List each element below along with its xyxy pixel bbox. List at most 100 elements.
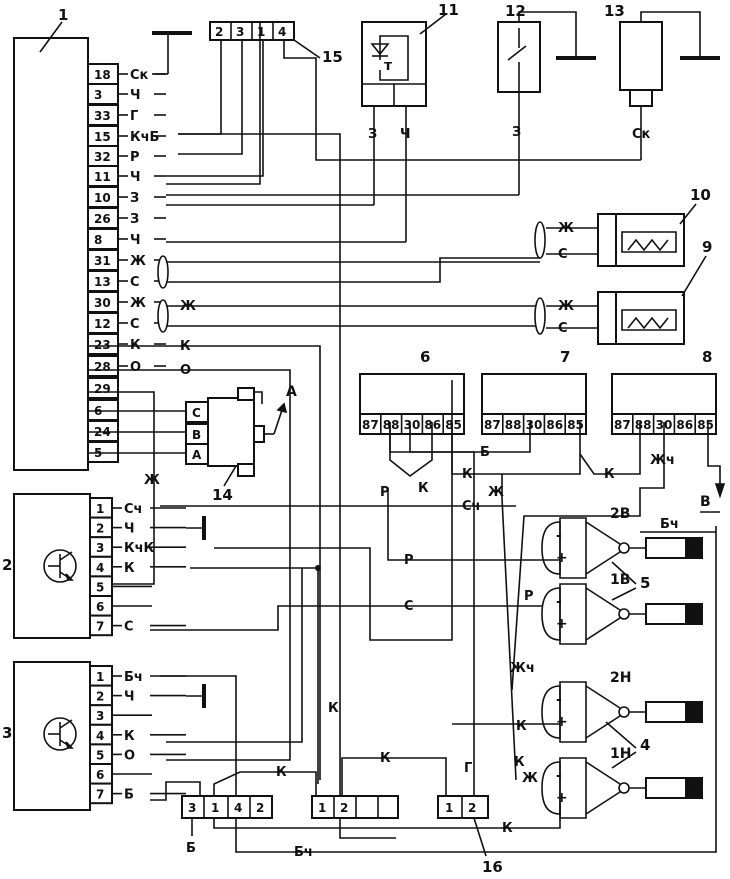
block14-pin-c: C (192, 406, 201, 420)
relay-body (481, 373, 587, 415)
callout-leader-16 (473, 817, 487, 857)
ecu-pin-number: 12 (94, 317, 111, 331)
junction-dot (315, 565, 321, 571)
ecu-pin-wire-label: Ч (130, 170, 141, 185)
module-pin-number: 7 (96, 620, 104, 634)
ecu-pin-number: 30 (94, 296, 111, 310)
wire-label-k-conn: К (276, 765, 287, 780)
wire-label-zhch-2n: Жч (510, 661, 535, 676)
wire-33-g (178, 133, 396, 839)
wire-m2-3-kchk (214, 380, 453, 641)
relay-pin-strip (481, 413, 587, 435)
callout-6: 6 (420, 348, 430, 366)
conn-a-pin-1: 3 (188, 801, 196, 815)
injector-tip (618, 542, 630, 554)
connector-16: 1 2 (437, 795, 489, 819)
ecu-pin-wire-label: З (130, 191, 139, 206)
injector-label: 2Н (610, 670, 631, 686)
wire-18-to-13 (300, 57, 641, 161)
conn-a-pin-3: 4 (234, 801, 242, 815)
wire-m3-7-b (150, 781, 201, 801)
wire-label-b-bottom: Б (186, 841, 196, 856)
injector-group: -+2В-+1В-+2Н-+1Н (541, 506, 703, 819)
wire-label-k-mid: К (328, 701, 339, 716)
injector-minus: - (556, 692, 562, 708)
ecu-pin-number: 15 (94, 130, 111, 144)
conn15-pin-4: 4 (278, 25, 286, 39)
callout-10: 10 (690, 186, 711, 204)
callout-14: 14 (212, 486, 233, 504)
injector-nozzle (585, 587, 621, 641)
callout-7: 7 (560, 348, 570, 366)
module-pin-number: 5 (96, 748, 104, 762)
wire-label-k-r6: К (462, 467, 473, 482)
module-pin-number: 2 (96, 690, 104, 704)
callout-3: 3 (2, 724, 12, 742)
conn16-pin-1: 1 (445, 801, 453, 815)
ecu-pin-number: 32 (94, 150, 111, 164)
connector-15: 2 3 1 4 (209, 21, 295, 41)
module-pin-number: 5 (96, 580, 104, 594)
ecu-pin-wire-label: Ск (130, 68, 149, 83)
wire-conn-b-k (341, 757, 447, 796)
relay-pin-label: 86 (546, 418, 563, 432)
injector-label: 1Н (610, 746, 631, 762)
shield-group (157, 221, 546, 335)
block14-pin-a: A (192, 448, 202, 462)
wire-29 (88, 391, 155, 585)
wire-m3-1-bch (160, 526, 717, 853)
injector-body (559, 517, 587, 579)
module-pin-number: 4 (96, 561, 104, 575)
ecu-pin-wire-label: Ж (130, 254, 146, 269)
sensor-10-wire-zh: Ж (558, 221, 574, 236)
wire-conn-a-k2 (213, 818, 500, 829)
ecu-pin-number: 28 (94, 360, 111, 374)
sensor-13-wire: Ск (632, 127, 651, 142)
ecu-pin-wire-label: Ж (130, 296, 146, 311)
injector-plug (645, 701, 687, 723)
injector-plug-fill (685, 777, 703, 799)
connector-b: 1 2 (311, 795, 399, 819)
ecu-pin-wire-label: Ч (130, 233, 141, 248)
callout-leader-9 (681, 255, 707, 297)
switch-11-wire-ch: Ч (400, 127, 411, 142)
injector-nozzle (585, 761, 621, 815)
injector-cap (541, 587, 561, 641)
callout-leader-4 (605, 721, 637, 749)
relay-pin-label: 87 (362, 418, 379, 432)
conn-a-pin-2: 1 (211, 801, 219, 815)
wire-label-g-16: Г (464, 761, 472, 776)
callout-leader-5 (611, 561, 637, 585)
sensor-10-wire-s: С (558, 247, 568, 262)
wire-label-bch-top: Бч (660, 517, 679, 532)
wire-r8-zhch (511, 422, 665, 691)
ecu-pin-number: 29 (94, 382, 111, 396)
ecu-pin-wire-label: Г (130, 109, 138, 124)
module-pin-wire-label: Сч (124, 502, 142, 517)
wire-r6-88 (389, 422, 433, 478)
wire-r6-k (451, 422, 581, 475)
conn15-pin-3: 1 (257, 25, 265, 39)
module-pin-number: 6 (96, 768, 104, 782)
sensor-10 (546, 213, 685, 267)
relay-pin-label: 85 (697, 418, 714, 432)
callout-15: 15 (322, 48, 343, 66)
injector-plug (645, 537, 687, 559)
block14-arrow-label: А (286, 384, 297, 400)
injector-cap (541, 685, 561, 739)
wire-label-sch-2v: Сч (462, 499, 480, 514)
module-pin-wire-label: Бч (124, 670, 143, 685)
wire-label-zh-vert: Ж (144, 473, 160, 488)
wire-label-o-28: О (180, 363, 191, 378)
wire-label-zhch-r8: Жч (650, 453, 675, 468)
injector-plug-fill (685, 701, 703, 723)
ecu-pin-number: 31 (94, 254, 111, 268)
ecu-pin-cell (87, 83, 119, 105)
ecu-pin-number: 26 (94, 212, 111, 226)
wire-conn15-33 (178, 40, 222, 135)
relay-pin-label: 85 (445, 418, 462, 432)
injector-body (559, 681, 587, 743)
conn16-pin-2: 2 (468, 801, 476, 815)
